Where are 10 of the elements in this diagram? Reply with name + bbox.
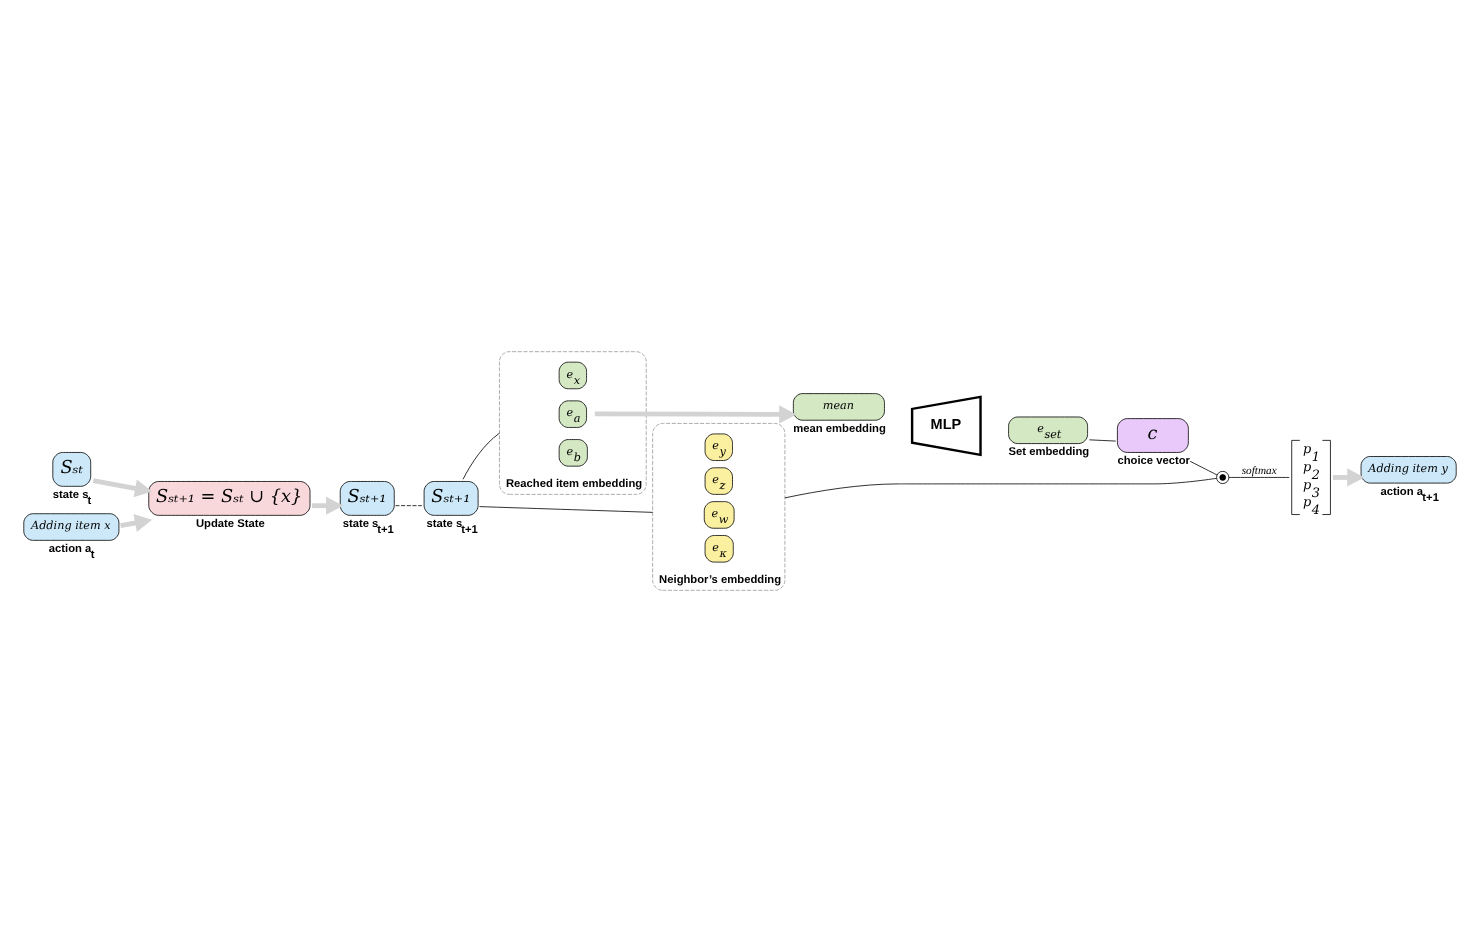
connector xyxy=(462,432,500,480)
node-box: MLP xyxy=(910,395,982,457)
arrow xyxy=(594,405,797,424)
connector xyxy=(479,506,654,513)
connector xyxy=(784,477,1218,499)
connector xyxy=(395,505,423,507)
connector xyxy=(1189,460,1218,476)
connector xyxy=(1228,477,1290,478)
connector xyxy=(1088,439,1117,442)
arrow xyxy=(92,478,153,498)
